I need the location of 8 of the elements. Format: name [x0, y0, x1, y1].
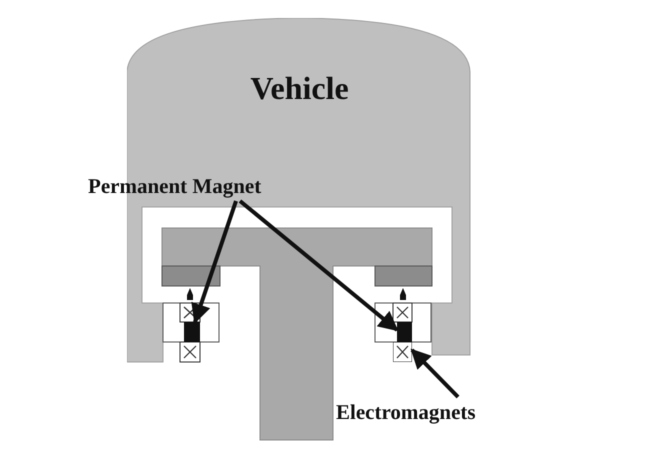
vehicle-label: Vehicle [249, 70, 350, 107]
callout-label: Electromagnets [336, 397, 568, 427]
arrow [191, 200, 238, 324]
callout-label: Permanent Magnet [88, 171, 338, 201]
permanent-magnet [397, 322, 412, 342]
arrow [238, 199, 399, 332]
arrow [410, 348, 460, 398]
permanent-magnet [184, 322, 200, 342]
